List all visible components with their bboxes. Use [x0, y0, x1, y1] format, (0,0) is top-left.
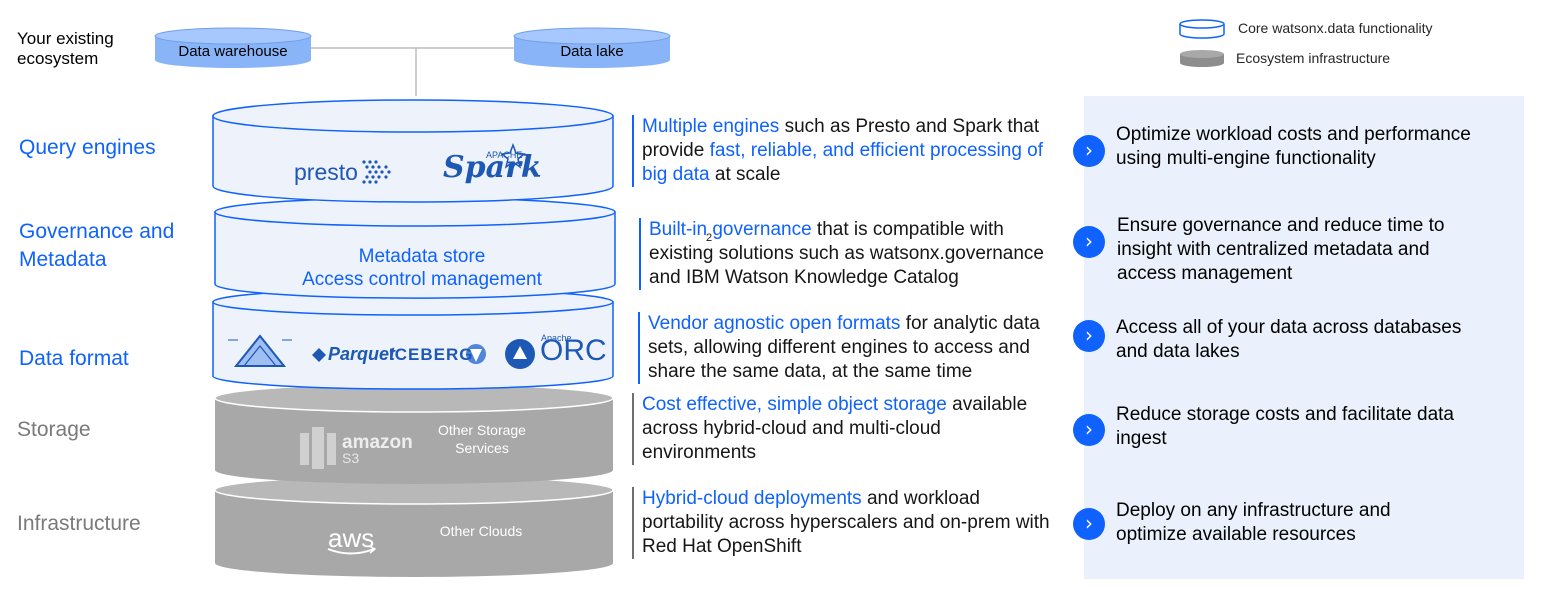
description-text: at scale: [709, 164, 781, 185]
amazon-s3-icon: [300, 427, 336, 469]
description-highlight: Multiple engines: [642, 116, 780, 137]
aws-logo: aws: [328, 523, 375, 553]
description-highlight: fast, reliable, and efficient processing…: [642, 140, 1044, 185]
legend-core-icon: [1179, 19, 1225, 39]
spark-star-icon: [500, 142, 526, 169]
presto-dots-icon: [362, 160, 391, 184]
benefit-infrastructure: Deploy on any infrastructure and optimiz…: [1116, 500, 1391, 545]
benefit-data-format: Access all of your data across databases…: [1116, 317, 1462, 362]
parquet-logo: Parquet: [328, 344, 396, 364]
avro-logo: [228, 334, 292, 367]
arrow-circle-icon: ›: [1073, 135, 1105, 167]
amazon-logo: amazon: [342, 432, 413, 453]
presto-logo: presto: [294, 159, 358, 185]
spark-logo: Spark: [443, 150, 542, 185]
description-infrastructure: Hybrid-cloud deployments and workload po…: [632, 487, 1054, 559]
ecosystem-label: Your existing ecosystem: [17, 29, 114, 68]
description-highlight: Hybrid-cloud deployments: [642, 488, 862, 509]
orc-icon: [505, 339, 535, 369]
description-storage: Cost effective, simple object storage av…: [632, 393, 1054, 465]
layer-label-infrastructure: Infrastructure: [17, 512, 141, 535]
data-warehouse-cylinder: [154, 27, 312, 68]
query-engines-cylinder: [212, 99, 614, 203]
iceberg-icon: [466, 344, 486, 364]
description-text: that is compatible with existing solutio…: [649, 219, 1045, 288]
arrow-circle-icon: ›: [1073, 226, 1105, 258]
arrow-circle-icon: ›: [1073, 414, 1105, 446]
orc-apache-label: Apache: [541, 333, 572, 343]
benefit-query-engines: Optimize workload costs and performance …: [1116, 124, 1471, 169]
description-highlight: Cost effective, simple object storage: [642, 394, 947, 415]
layer-label-data-format: Data format: [19, 347, 129, 370]
description-text: for analytic data sets, allowing differe…: [648, 313, 1040, 382]
description-text: available across hybrid-cloud and multi-…: [642, 394, 1028, 463]
iceberg-logo: ICEBERG: [389, 345, 474, 364]
infrastructure-cylinder: [214, 475, 614, 577]
parquet-icon: [312, 348, 326, 362]
data-lake-cylinder: [513, 27, 671, 68]
s3-label: S3: [342, 450, 360, 466]
access-control-text: Access control management: [302, 269, 542, 290]
description-highlight: Built-in governance: [649, 219, 812, 240]
governance-cylinder: [214, 197, 616, 299]
layer-label-storage: Storage: [17, 418, 91, 441]
stray-mark: 2: [706, 232, 713, 244]
legend-ecosystem-icon: [1180, 50, 1224, 67]
other-clouds-label: Other Clouds: [439, 523, 523, 539]
data-lake-label: Data lake: [560, 43, 624, 60]
description-data-format: Vendor agnostic open formats for analyti…: [638, 312, 1060, 384]
aws-smile-icon: [327, 548, 375, 555]
benefit-governance: Ensure governance and reduce time to ins…: [1117, 215, 1445, 284]
metadata-store-text: Metadata store: [358, 246, 486, 267]
benefit-storage: Reduce storage costs and facilitate data…: [1116, 404, 1454, 449]
description-governance: Built-in governance that is compatible w…: [639, 218, 1061, 290]
layer-label-query-engines: Query engines: [19, 136, 156, 159]
aws-arrow-icon: [368, 545, 377, 554]
arrow-circle-icon: ›: [1073, 320, 1105, 352]
storage-cylinder: [214, 383, 614, 484]
orc-logo: ORC: [540, 334, 607, 367]
benefits-panel: [1084, 96, 1524, 579]
spark-apache-label: APACHE: [486, 150, 523, 160]
description-query-engines: Multiple engines such as Presto and Spar…: [632, 115, 1054, 187]
description-text: and workload portability across hypersca…: [642, 488, 1050, 557]
description-text: such as Presto and Spark that provide: [642, 116, 1040, 161]
data-warehouse-label: Data warehouse: [178, 43, 288, 60]
arrow-circle-icon: ›: [1073, 508, 1105, 540]
layer-label-governance: Governance and Metadata: [19, 220, 175, 271]
legend-core-label: Core watsonx.data functionality: [1238, 20, 1433, 36]
description-highlight: Vendor agnostic open formats: [648, 313, 901, 334]
other-storage-label: Other Storage Services: [438, 422, 526, 456]
legend-ecosystem-label: Ecosystem infrastructure: [1236, 50, 1391, 66]
